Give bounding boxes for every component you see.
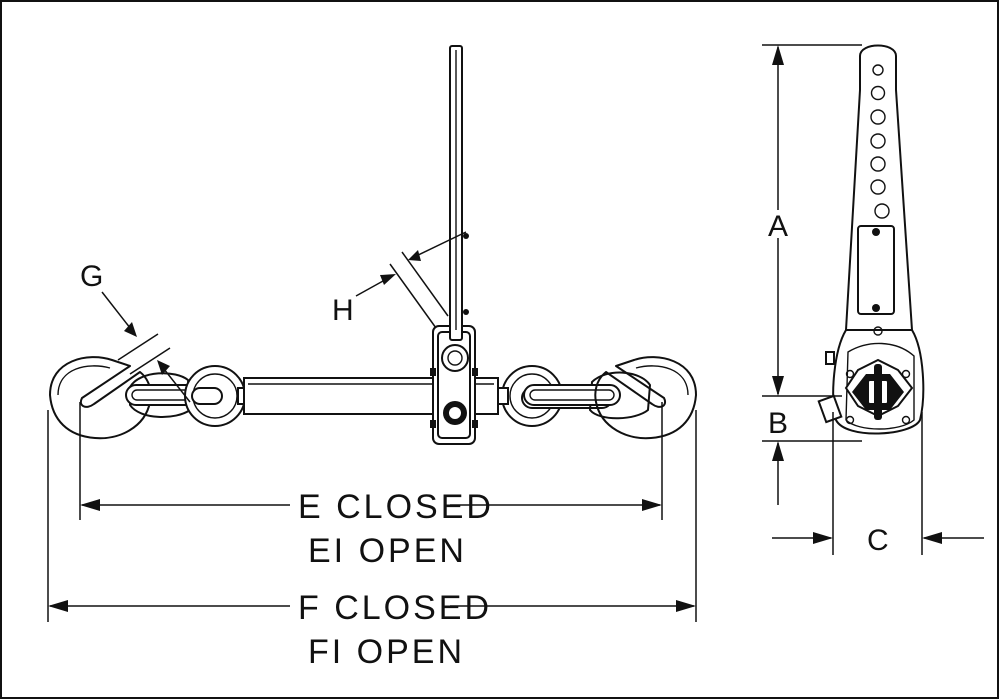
dimension-e-open-label: EI OPEN (308, 532, 467, 570)
dimension-c-label: C (867, 524, 889, 557)
dimension-c: C (772, 412, 984, 557)
dimension-f-closed-label: F CLOSED (298, 589, 492, 627)
binder-side-view (49, 45, 697, 445)
left-hook (49, 356, 152, 440)
dimension-g-label: G (80, 260, 103, 293)
binder-end-view (817, 44, 925, 435)
dimension-b: B (762, 376, 862, 505)
dimension-h: H (332, 231, 467, 329)
dimension-b-label: B (768, 407, 788, 440)
right-hook (594, 356, 697, 440)
dimension-e: E CLOSED EI OPEN (79, 402, 663, 570)
left-eye (184, 365, 249, 427)
dimension-g: G (80, 260, 191, 403)
ratchet-handle (449, 45, 469, 341)
dimension-f-open-label: FI OPEN (308, 633, 465, 671)
dimension-a: A (762, 44, 862, 397)
dimension-h-label: H (332, 294, 354, 327)
dimension-a-label: A (768, 210, 788, 243)
ratchet-body (430, 325, 478, 445)
dimension-e-closed-label: E CLOSED (298, 488, 494, 526)
dimension-f: F CLOSED FI OPEN (47, 410, 697, 671)
